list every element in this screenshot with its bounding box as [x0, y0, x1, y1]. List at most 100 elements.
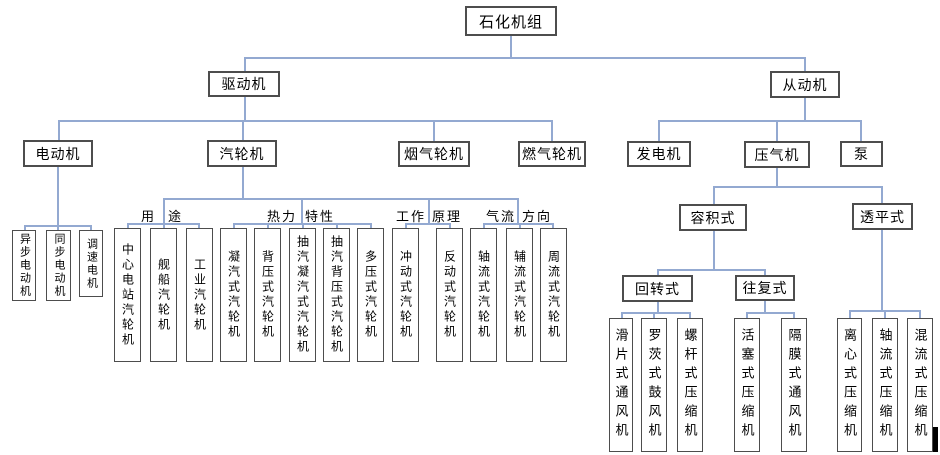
connector-line — [58, 120, 60, 141]
connector-line — [776, 120, 778, 142]
connector-line — [519, 223, 521, 229]
connector-line — [804, 98, 806, 121]
connector-line — [57, 225, 59, 231]
node-industrial-turbine: 工业汽轮机 — [186, 228, 213, 362]
node-gas-turbine: 燃气轮机 — [518, 141, 586, 167]
label-thermal-left: 热力 — [267, 209, 298, 224]
connector-line — [746, 312, 748, 318]
connector-line — [881, 186, 883, 204]
node-back-pressure-turbine: 背压式汽轮机 — [254, 228, 281, 362]
leaf-label: 罗茨式鼓风机 — [646, 328, 662, 442]
label-thermal-right: 特性 — [305, 209, 336, 224]
node-async-motor: 异步电动机 — [12, 230, 36, 301]
node-centrifugal-compressor: 离心式压缩机 — [837, 318, 862, 452]
leaf-label: 轴流式汽轮机 — [476, 250, 491, 340]
label-usage-right: 途 — [168, 209, 184, 224]
node-roots-blower: 罗茨式鼓风机 — [641, 318, 667, 452]
leaf-label: 混流式压缩机 — [912, 328, 928, 442]
connector-line — [433, 120, 435, 142]
connector-line — [244, 57, 806, 59]
leaf-label: 螺杆式压缩机 — [682, 328, 698, 442]
leaf-label: 抽汽背压式汽轮机 — [329, 235, 344, 355]
connector-line — [621, 312, 690, 314]
connector-line — [302, 223, 304, 229]
node-central-station-turbine: 中心电站汽轮机 — [114, 228, 141, 362]
connector-line — [658, 120, 660, 142]
node-pump: 泵 — [840, 141, 883, 167]
connector-line — [657, 302, 659, 312]
node-extraction-condensing-turbine: 抽汽凝汽式汽轮机 — [289, 228, 316, 362]
node-multi-pressure-turbine: 多压式汽轮机 — [357, 228, 384, 362]
node-diaphragm-fan: 隔膜式通风机 — [781, 318, 807, 452]
connector-line — [163, 198, 165, 224]
node-extraction-back-pressure-turbine: 抽汽背压式汽轮机 — [323, 228, 350, 362]
connector-line — [621, 312, 623, 318]
leaf-label: 同步电动机 — [53, 233, 65, 298]
connector-line — [242, 167, 244, 199]
leaf-label: 中心电站汽轮机 — [120, 242, 135, 348]
label-principle-right: 原理 — [432, 209, 463, 224]
node-driven: 从动机 — [770, 71, 840, 98]
label-flow-right: 方向 — [522, 209, 553, 224]
node-speed-regulated-motor: 调速电机 — [79, 230, 103, 297]
connector-line — [776, 168, 778, 187]
connector-line — [713, 231, 715, 269]
node-steam-turbine: 汽轮机 — [207, 140, 277, 167]
connector-line — [233, 223, 235, 229]
connector-line — [919, 310, 921, 318]
connector-line — [764, 269, 766, 276]
node-impulse-turbine: 冲动式汽轮机 — [392, 228, 419, 362]
node-sliding-vane-fan: 滑片式通风机 — [609, 318, 633, 452]
connector-line — [405, 223, 407, 229]
connector-line — [483, 223, 485, 229]
connector-line — [483, 223, 554, 225]
node-reciprocating: 往复式 — [735, 275, 795, 301]
node-screw-compressor: 螺杆式压缩机 — [677, 318, 703, 452]
connector-line — [405, 223, 450, 225]
node-driver: 驱动机 — [208, 71, 280, 97]
connector-line — [658, 120, 862, 122]
leaf-label: 周流式汽轮机 — [546, 250, 561, 340]
connector-line — [428, 198, 430, 224]
connector-line — [849, 310, 851, 318]
connector-line — [336, 223, 338, 229]
leaf-label: 工业汽轮机 — [192, 257, 207, 333]
node-motor: 电动机 — [23, 140, 93, 167]
connector-line — [57, 167, 59, 225]
node-ship-turbine: 舰船汽轮机 — [150, 228, 177, 362]
label-flow-left: 气流 — [486, 209, 517, 224]
node-rotary: 回转式 — [622, 275, 693, 302]
label-principle-left: 工作 — [396, 209, 427, 224]
leaf-label: 隔膜式通风机 — [786, 328, 802, 442]
node-radial-flow-turbine: 辅流式汽轮机 — [506, 228, 533, 362]
leaf-label: 冲动式汽轮机 — [398, 250, 413, 340]
leaf-label: 舰船汽轮机 — [156, 257, 171, 333]
leaf-label: 滑片式通风机 — [613, 328, 629, 442]
node-sync-motor: 同步电动机 — [46, 230, 71, 301]
leaf-label: 异步电动机 — [18, 233, 31, 298]
connector-line — [764, 301, 766, 312]
node-compressor: 压气机 — [744, 141, 810, 168]
node-axial-compressor: 轴流式压缩机 — [872, 318, 898, 452]
leaf-label: 活塞式压缩机 — [739, 328, 755, 442]
node-peripheral-flow-turbine: 周流式汽轮机 — [540, 228, 567, 362]
leaf-label: 辅流式汽轮机 — [512, 250, 527, 340]
node-piston-compressor: 活塞式压缩机 — [734, 318, 760, 452]
connector-line — [267, 223, 269, 229]
connector-line — [510, 36, 512, 58]
connector-line — [58, 120, 553, 122]
node-flue-gas-turbine: 烟气轮机 — [398, 141, 470, 167]
leaf-label: 反动式汽轮机 — [442, 250, 457, 340]
connector-line — [552, 223, 554, 229]
node-condensing-turbine: 凝汽式汽轮机 — [220, 228, 247, 362]
connector-line — [198, 223, 200, 229]
connector-line — [713, 186, 883, 188]
connector-line — [127, 223, 129, 229]
node-turbo: 透平式 — [852, 203, 913, 230]
connector-line — [449, 223, 451, 229]
connector-line — [242, 120, 244, 141]
connector-line — [793, 312, 795, 318]
node-root: 石化机组 — [465, 6, 557, 36]
node-axial-flow-turbine: 轴流式汽轮机 — [470, 228, 497, 362]
